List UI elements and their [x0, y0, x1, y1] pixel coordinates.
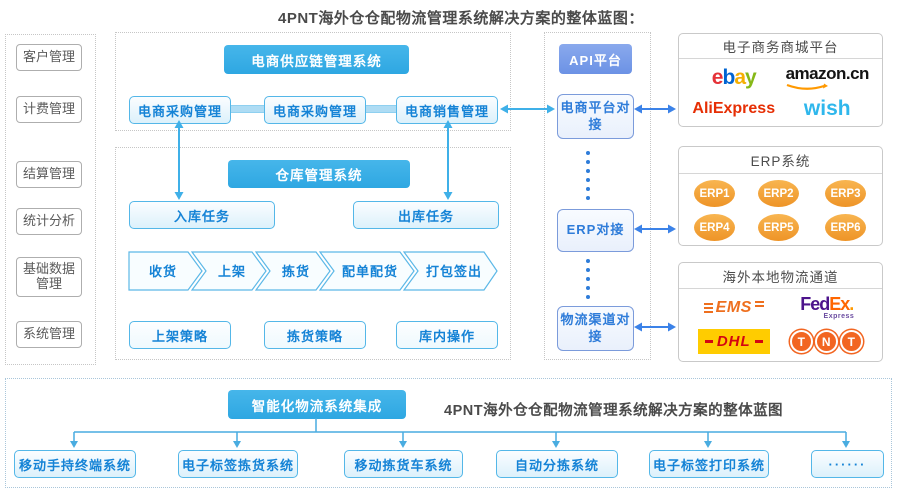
- module-ecom-purchase-1: 电商采购管理: [129, 96, 231, 124]
- ebay-logo: ebay: [711, 65, 757, 90]
- amazon-logo: amazon.cn: [786, 64, 869, 91]
- ebay-letter: y: [745, 65, 757, 89]
- connector-bar: [227, 105, 268, 113]
- chevron-pack: [402, 251, 498, 291]
- erp-systems-title: ERP系统: [679, 147, 882, 174]
- system-picking-cart: 移动拣货车系统: [344, 450, 463, 478]
- process-flow-chevrons: 收货 上架 拣货 配单配货 打包签出: [128, 251, 498, 291]
- wish-logo: wish: [803, 97, 851, 120]
- ebay-letter: a: [734, 65, 746, 89]
- dotted-connector: [586, 151, 590, 200]
- ecommerce-platforms-panel: 电子商务商城平台 ebay amazon.cn AliExpress wish: [678, 33, 883, 127]
- ems-wordmark: EMS: [715, 298, 752, 316]
- inbound-task-box: 入库任务: [129, 201, 275, 229]
- connector-bar: [362, 105, 400, 113]
- chevron-pick-label: 拣货: [282, 264, 310, 279]
- chevron-pick: [254, 251, 331, 291]
- dotted-connector: [586, 259, 590, 299]
- system-auto-sorting: 自动分拣系统: [496, 450, 618, 478]
- erp3-oval: ERP3: [825, 180, 866, 207]
- api-platform-header: API平台: [559, 44, 632, 74]
- tnt-circle: N: [814, 330, 838, 354]
- fedex-express-sub: Express: [823, 312, 855, 320]
- system-label-picking: 电子标签拣货系统: [178, 450, 298, 478]
- api-platform-panel: API平台 电商平台对接 ERP对接 物流渠道对接: [544, 32, 651, 360]
- erp5-oval: ERP5: [758, 214, 799, 241]
- ems-logo: EMS: [703, 298, 764, 317]
- fedex-ex: Ex: [829, 293, 850, 314]
- amazon-wordmark: amazon.cn: [785, 64, 870, 83]
- chevron-allocate: [318, 251, 415, 291]
- sidebar-item-customer: 客户管理: [16, 44, 82, 71]
- fedex-logo: FedEx. Express: [800, 293, 855, 321]
- ems-speed-lines-icon: [754, 300, 764, 307]
- chevron-pack-label: 打包签出: [426, 264, 482, 279]
- intelligent-logistics-panel: 智能化物流系统集成 4PNT海外仓仓配物流管理系统解决方案的整体蓝图 移动手持终…: [5, 378, 892, 488]
- erp6-oval: ERP6: [825, 214, 866, 241]
- system-more-ellipsis: ······: [811, 450, 884, 478]
- module-ecom-sales: 电商销售管理: [396, 96, 498, 124]
- erp2-oval: ERP2: [758, 180, 799, 207]
- sidebar-item-basic-data: 基础数据管理: [16, 257, 82, 297]
- sidebar-item-statistics: 统计分析: [16, 208, 82, 235]
- logistics-channels-panel: 海外本地物流通道 EMS FedEx. Express DHL T N T: [678, 262, 883, 362]
- dhl-dash-icon: [754, 340, 763, 344]
- module-ecom-purchase-2: 电商采购管理: [264, 96, 366, 124]
- tnt-circle: T: [789, 330, 813, 354]
- fedex-dot: .: [849, 293, 855, 314]
- supply-chain-header: 电商供应链管理系统: [224, 45, 409, 74]
- system-handheld-terminal: 移动手持终端系统: [14, 450, 136, 478]
- ebay-letter: e: [711, 65, 724, 89]
- erp-connect-box: ERP对接: [557, 209, 634, 252]
- sidebar-item-system: 系统管理: [16, 321, 82, 348]
- page-title: 4PNT海外仓仓配物流管理系统解决方案的整体蓝图：: [278, 10, 644, 27]
- ecommerce-platforms-title: 电子商务商城平台: [679, 34, 882, 59]
- system-label-printing: 电子标签打印系统: [649, 450, 769, 478]
- sidebar-item-billing: 计费管理: [16, 96, 82, 123]
- warehouse-operations-box: 库内操作: [396, 321, 498, 349]
- integration-caption: 4PNT海外仓仓配物流管理系统解决方案的整体蓝图: [444, 403, 784, 419]
- logistics-channel-connect-box: 物流渠道对接: [557, 306, 634, 351]
- chevron-allocate-label: 配单配货: [342, 264, 398, 279]
- warehouse-panel: 仓库管理系统 入库任务 出库任务 收货 上架 拣货 配单配货 打包签出 上架策略…: [115, 147, 511, 360]
- warehouse-header: 仓库管理系统: [228, 160, 410, 188]
- ems-speed-lines-icon: [703, 302, 713, 313]
- dhl-logo: DHL: [697, 329, 770, 355]
- ebay-letter: b: [722, 65, 735, 89]
- amazon-smile-icon: [786, 83, 828, 90]
- logistics-logos: EMS FedEx. Express DHL T N T: [679, 289, 882, 361]
- chevron-shelve-label: 上架: [218, 264, 246, 279]
- sidebar-item-settlement: 结算管理: [16, 161, 82, 188]
- chevron-shelve: [190, 251, 267, 291]
- dhl-wordmark: DHL: [716, 333, 751, 351]
- tnt-logo: T N T: [789, 330, 865, 354]
- dhl-dash-icon: [704, 340, 713, 344]
- erp-systems-panel: ERP系统 ERP1 ERP2 ERP3 ERP4 ERP5 ERP6: [678, 146, 883, 246]
- supply-chain-panel: 电商供应链管理系统 电商采购管理 电商采购管理 电商销售管理: [115, 32, 511, 131]
- integration-header: 智能化物流系统集成: [228, 390, 406, 419]
- strategy-shelving-box: 上架策略: [129, 321, 231, 349]
- aliexpress-logo: AliExpress: [692, 100, 776, 117]
- chevron-receive-label: 收货: [149, 264, 177, 279]
- erp4-oval: ERP4: [694, 214, 735, 241]
- management-modules-panel: 客户管理 计费管理 结算管理 统计分析 基础数据管理 系统管理: [5, 34, 96, 365]
- outbound-task-box: 出库任务: [353, 201, 499, 229]
- logistics-channels-title: 海外本地物流通道: [679, 263, 882, 289]
- strategy-picking-box: 拣货策略: [264, 321, 366, 349]
- tnt-circle: T: [839, 330, 863, 354]
- ecom-platform-connect-box: 电商平台对接: [557, 94, 634, 139]
- erp1-oval: ERP1: [694, 180, 735, 207]
- chevron-receive: [128, 251, 203, 291]
- fedex-fed: Fed: [800, 293, 830, 314]
- ecommerce-logos: ebay amazon.cn AliExpress wish: [679, 59, 882, 126]
